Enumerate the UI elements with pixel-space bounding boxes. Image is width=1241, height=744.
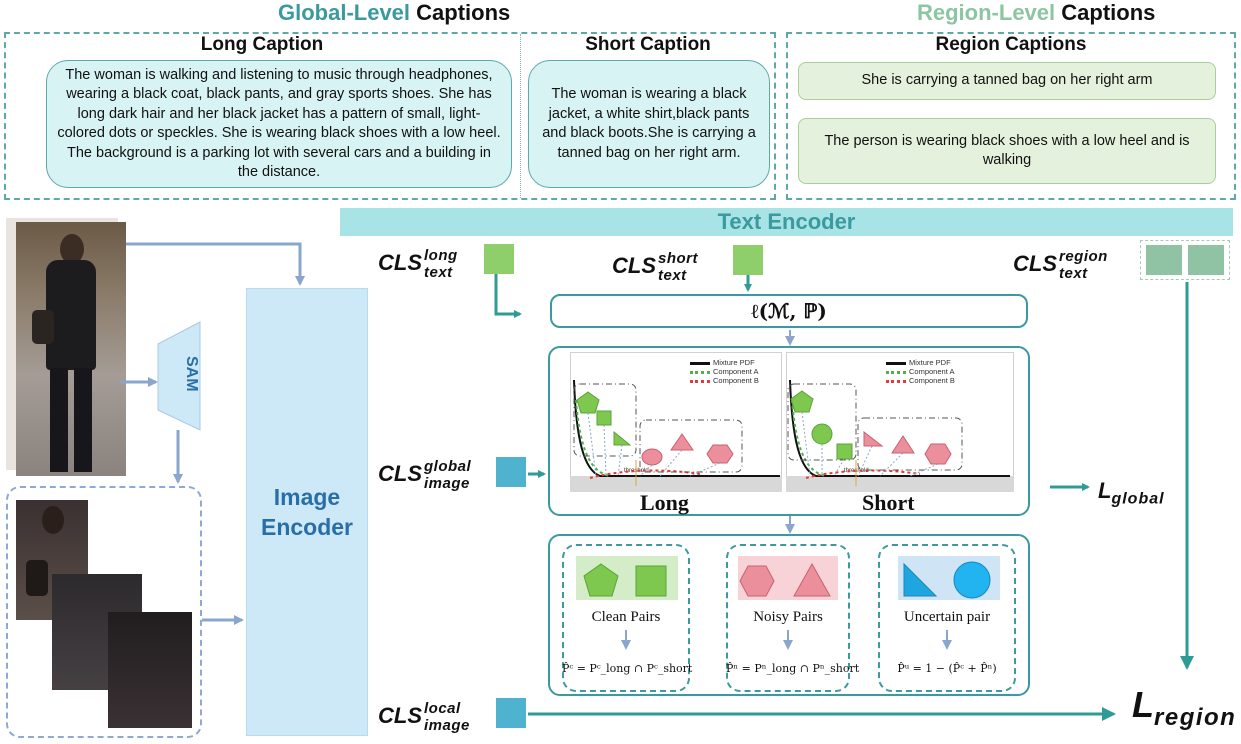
loss-function-box: ℓ(ℳ, ℙ)	[550, 294, 1028, 328]
noisy-pairs-band	[738, 556, 838, 600]
short-caption-text: The woman is wearing a black jacket, a w…	[528, 60, 770, 188]
uncertain-pair-formula: P̂ᵘ = 1 − (P̂ᶜ + P̂ⁿ)	[897, 662, 997, 675]
global-level-prefix: Global-Level	[278, 0, 411, 25]
long-threshold-label: threshold	[624, 468, 649, 474]
pedestrian-image	[16, 222, 126, 476]
long-legend: Mixture PDF Component A Component B	[690, 358, 759, 385]
text-encoder-bar: Text Encoder	[340, 208, 1233, 236]
region-token-2	[1188, 245, 1224, 275]
gmm-plots-panel	[548, 346, 1030, 516]
region-loss: Lregion	[1132, 684, 1237, 732]
sam-label: SAM	[183, 356, 200, 392]
clean-pairs-band	[576, 556, 678, 600]
noisy-pairs-box	[726, 544, 850, 692]
global-captions-box	[4, 32, 776, 200]
uncertain-pair-band	[898, 556, 1000, 600]
uncertain-pair-box	[878, 544, 1016, 692]
clean-pairs-label: Clean Pairs	[591, 609, 661, 625]
region-token-group	[1140, 240, 1230, 280]
noisy-pairs-label: Noisy Pairs	[753, 609, 823, 625]
caption-divider	[520, 34, 521, 198]
long-caption-title: Long Caption	[200, 34, 324, 55]
local-image-token	[496, 698, 526, 728]
short-legend: Mixture PDF Component A Component B	[886, 358, 955, 385]
global-level-suffix: Captions	[416, 0, 511, 25]
region-caption-2: The person is wearing black shoes with a…	[798, 118, 1216, 184]
long-plot-label: Long	[640, 490, 689, 515]
region-captions-box	[786, 32, 1236, 200]
crop-region-3	[108, 612, 192, 728]
clean-pairs-formula: P̂ᶜ = Pᶜ_long ∩ Pᶜ_short	[562, 662, 693, 675]
short-plot-label: Short	[862, 490, 915, 515]
long-caption-text: The woman is walking and listening to mu…	[46, 60, 512, 188]
image-encoder-block: Image Encoder	[246, 288, 368, 736]
noisy-pairs-formula: P̂ⁿ = Pⁿ_long ∩ Pⁿ_short	[726, 662, 860, 675]
uncertain-pair-label: Uncertain pair	[903, 609, 991, 625]
clean-pairs-box	[562, 544, 690, 692]
pair-partition-panel	[548, 534, 1030, 696]
region-level-prefix: Region-Level	[917, 0, 1056, 25]
long-text-token	[484, 244, 514, 274]
short-text-token	[733, 245, 763, 275]
long-plot-axis-band	[570, 476, 782, 492]
region-token-1	[1146, 245, 1182, 275]
region-level-suffix: Captions	[1061, 0, 1156, 25]
region-caption-1: She is carrying a tanned bag on her righ…	[798, 62, 1216, 100]
region-level-header: Region-Level Captions	[917, 0, 1155, 26]
short-caption-title: Short Caption	[585, 34, 711, 55]
global-image-token	[496, 457, 526, 487]
cropped-regions-box	[6, 486, 202, 738]
short-plot-axis-band	[786, 476, 1014, 492]
region-captions-title: Region Captions	[935, 34, 1087, 55]
global-level-header: Global-Level Captions	[278, 0, 510, 26]
global-loss: Lglobal	[1098, 478, 1165, 508]
short-threshold-label: threshold	[844, 468, 869, 474]
